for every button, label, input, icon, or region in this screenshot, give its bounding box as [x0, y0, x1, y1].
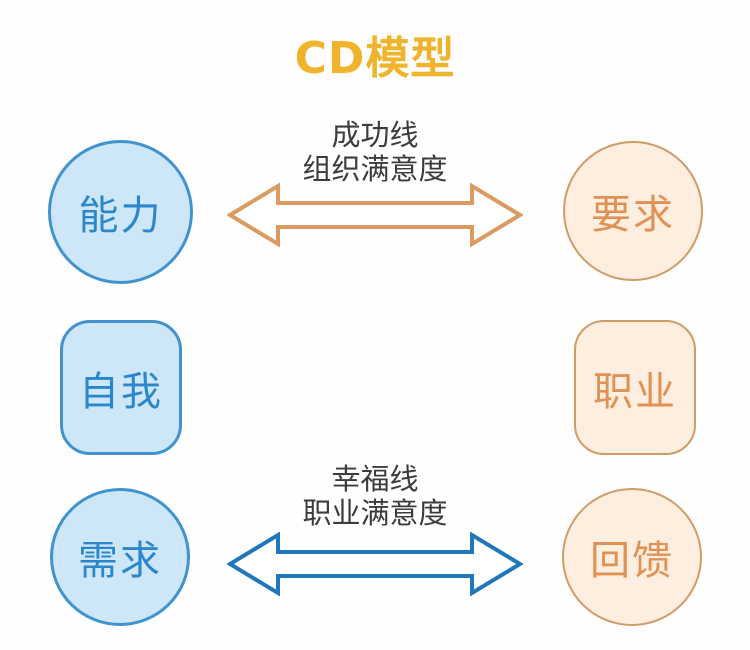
node-ability-label: 能力 [78, 193, 163, 239]
node-requirements-label: 要求 [591, 192, 675, 238]
double-arrow-success-icon [227, 182, 523, 248]
node-self-square: 自我 [60, 320, 182, 455]
node-career-label: 职业 [593, 368, 677, 415]
node-needs-circle: 需求 [50, 488, 190, 626]
success-line-name: 成功线 [331, 118, 419, 152]
double-arrow-happiness-icon [227, 531, 523, 597]
node-needs-label: 需求 [78, 538, 162, 584]
node-self-label: 自我 [79, 368, 163, 415]
success-line-label: 成功线 组织满意度 [230, 118, 520, 186]
node-feedback-circle: 回馈 [562, 488, 702, 626]
career-satisfaction-label: 职业满意度 [302, 496, 448, 530]
happiness-line-label: 幸福线 职业满意度 [230, 462, 520, 530]
node-career-square: 职业 [574, 320, 696, 455]
node-ability-circle: 能力 [48, 140, 193, 284]
happiness-line-name: 幸福线 [331, 462, 419, 496]
diagram-title: CD模型 [294, 33, 456, 84]
node-requirements-circle: 要求 [563, 141, 703, 281]
org-satisfaction-label: 组织满意度 [302, 152, 448, 186]
node-feedback-label: 回馈 [590, 538, 674, 584]
